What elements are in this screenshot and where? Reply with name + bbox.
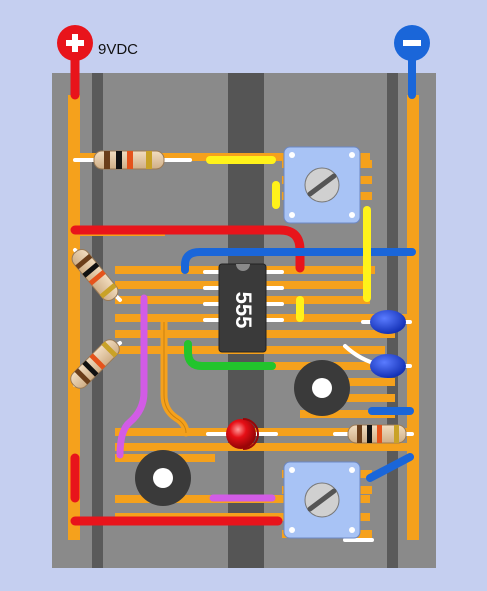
violet-wires <box>116 294 276 502</box>
minus-icon <box>403 40 421 46</box>
resistor-right <box>347 424 407 444</box>
voltage-label: 9VDC <box>98 41 138 58</box>
capacitor-upper <box>370 310 406 334</box>
resistor-left-upper <box>71 249 119 301</box>
yellow-wires <box>206 156 371 322</box>
negative-terminal <box>394 25 430 61</box>
potentiometer-bottom <box>283 461 361 539</box>
piezo-right <box>294 360 350 416</box>
green-wire <box>184 340 276 370</box>
ic-555-chip: 555 <box>218 263 267 353</box>
resistor-left-lower <box>70 339 120 389</box>
red-led <box>226 418 259 450</box>
potentiometer-top <box>283 146 361 224</box>
positive-terminal <box>57 25 93 61</box>
blue-wires <box>181 51 416 482</box>
piezo-left <box>135 450 191 506</box>
resistor-top <box>93 150 165 170</box>
capacitor-lower <box>370 354 406 378</box>
orange-jumper-outline <box>163 322 187 434</box>
ic-label: 555 <box>231 292 256 329</box>
